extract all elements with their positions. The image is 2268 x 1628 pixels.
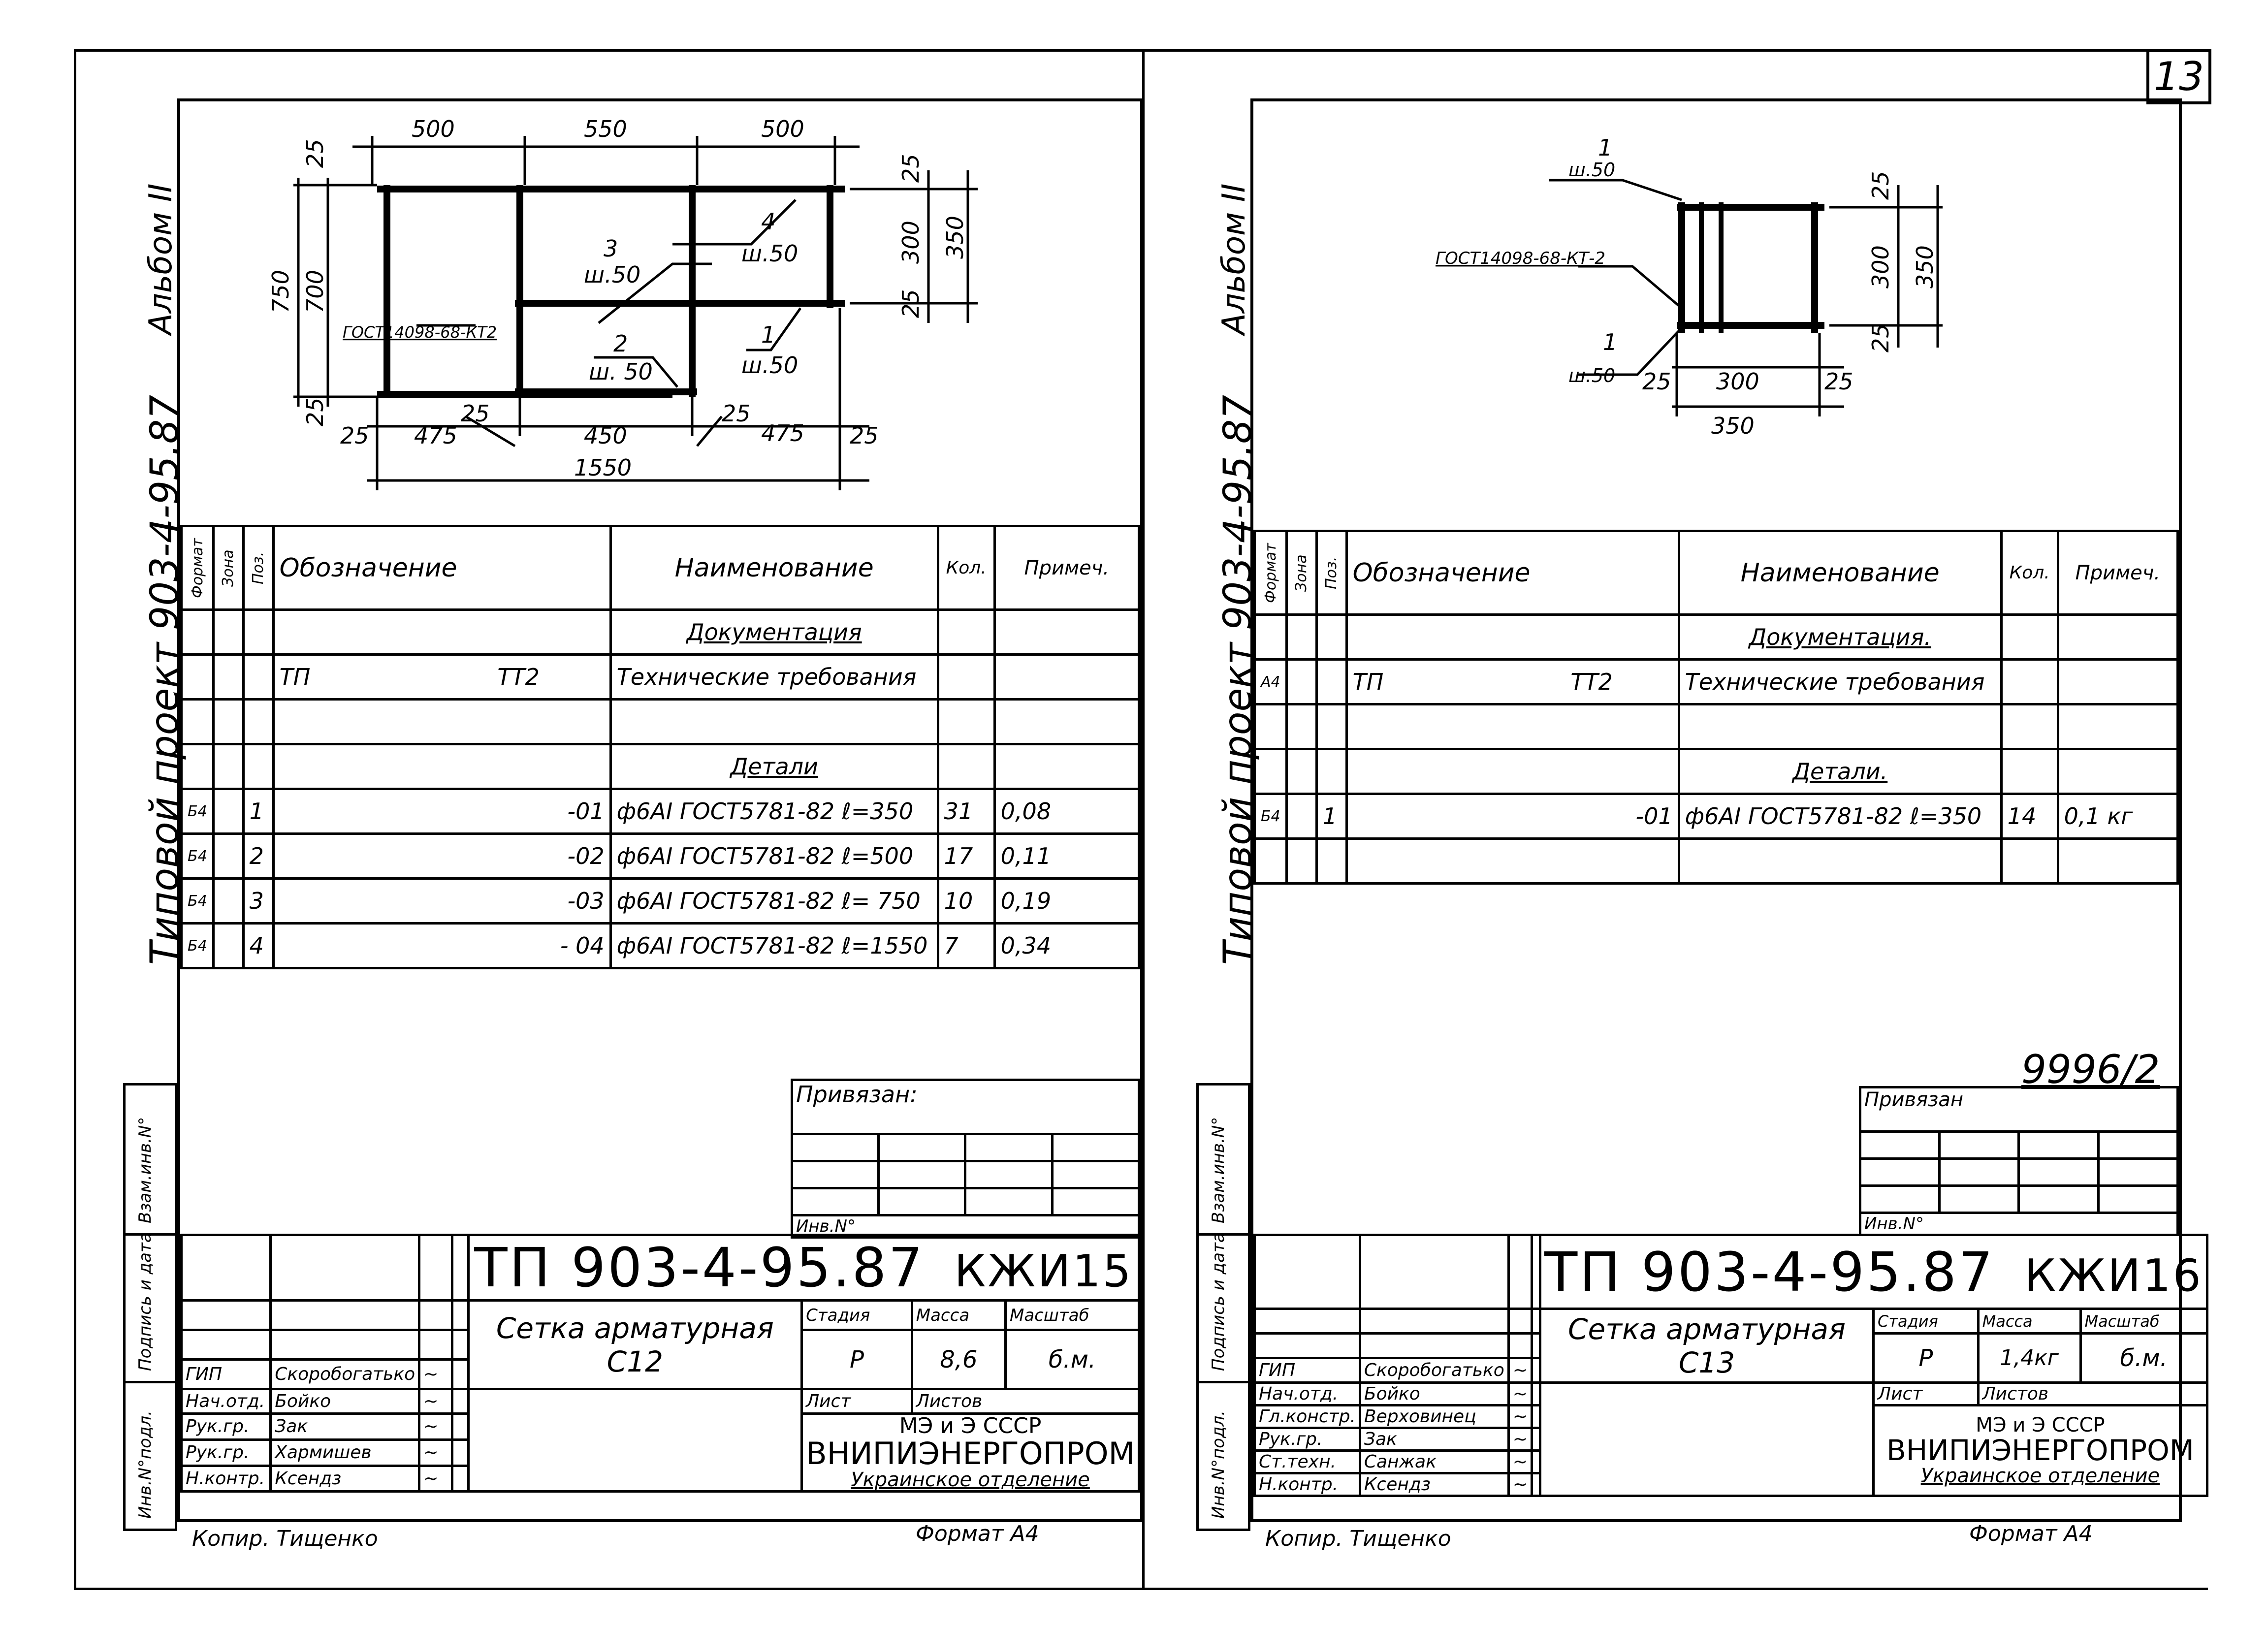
callout-4-step: ш.50 bbox=[741, 240, 798, 267]
side-stamp-strip-left: Инв.N°подл. Подпись и дата Взам.инв.N° bbox=[123, 1083, 177, 1531]
album-label-left: Альбом II bbox=[143, 183, 179, 335]
privyazan-block-left: Привязан: Инв.N° bbox=[790, 1079, 1141, 1239]
fold-divider bbox=[1142, 49, 1145, 1590]
drawing-sheet-left: 500 550 500 25 300 25 350 25 750 700 25 … bbox=[177, 98, 1143, 1522]
dim-total: 1550 bbox=[574, 454, 632, 481]
svg-text:ш.50: ш.50 bbox=[1568, 159, 1615, 181]
doc-code-right: ТП 903-4-95.87 bbox=[1544, 1240, 1995, 1304]
dim-bottom-1: 25 bbox=[340, 422, 369, 449]
org-name-left: ВНИПИЭНЕРГОПРОМ bbox=[806, 1436, 1135, 1472]
svg-text:25: 25 bbox=[1867, 171, 1894, 200]
section-details: Детали bbox=[609, 743, 939, 790]
copy-label-left: Копир. Тищенко bbox=[192, 1526, 378, 1551]
dim-left-4: 25 bbox=[302, 397, 328, 426]
svg-text:300: 300 bbox=[1716, 368, 1759, 395]
callout-1-step: ш.50 bbox=[741, 352, 798, 379]
privyazan-block-right: Привязан Инв.N° bbox=[1858, 1086, 2179, 1236]
col-name: Наименование bbox=[609, 525, 939, 611]
section-docs: Документация bbox=[609, 608, 939, 656]
mesh-drawing-c12: 500 550 500 25 300 25 350 25 750 700 25 … bbox=[267, 116, 978, 490]
gost-callout: ГОСТ14098-68-КТ2 bbox=[343, 323, 497, 342]
svg-text:25: 25 bbox=[1824, 368, 1853, 395]
svg-text:1: 1 bbox=[1603, 329, 1617, 355]
col-designation: Обозначение bbox=[272, 525, 612, 611]
sheet-code-right: КЖИ16 bbox=[2024, 1249, 2203, 1302]
dim-top-1: 500 bbox=[412, 116, 455, 142]
format-label-right: Формат А4 bbox=[1969, 1521, 2093, 1546]
svg-text:350: 350 bbox=[1912, 245, 1938, 288]
svg-text:25: 25 bbox=[1867, 323, 1894, 352]
callout-3-step: ш.50 bbox=[584, 261, 640, 288]
callout-2-step: ш. 50 bbox=[589, 358, 653, 385]
col-note: Примеч. bbox=[993, 525, 1141, 611]
org-branch-right: Украинское отделение bbox=[1920, 1464, 2160, 1487]
archive-number: 9996/2 bbox=[2021, 1047, 2160, 1092]
mesh-drawing-c13: 1 ш.50 ГОСТ14098-68-КТ-2 1 ш.50 25 300 2… bbox=[1436, 134, 1943, 439]
doc-code-left: ТП 903-4-95.87 bbox=[474, 1236, 925, 1299]
dim-right-2: 300 bbox=[897, 221, 924, 264]
dim-right-4: 350 bbox=[942, 216, 968, 259]
doc-name: Технические требования bbox=[609, 653, 939, 701]
doc-tp: ТП bbox=[279, 664, 311, 690]
org-ministry-right: МЭ и Э СССР bbox=[1976, 1414, 2105, 1437]
dim-bottom-2: 475 bbox=[414, 422, 457, 449]
svg-text:ш.50: ш.50 bbox=[1568, 365, 1615, 386]
col-zone: Зона bbox=[213, 526, 244, 610]
callout-2-num: 2 bbox=[613, 330, 628, 357]
drawing-sheet-right: 1 ш.50 ГОСТ14098-68-КТ-2 1 ш.50 25 300 2… bbox=[1250, 98, 2208, 1522]
dim-bottom-7: 25 bbox=[850, 422, 879, 449]
gost-callout-right: ГОСТ14098-68-КТ-2 bbox=[1436, 249, 1605, 268]
doc-tt2: ТТ2 bbox=[497, 664, 540, 690]
spec-table-right: Формат Зона Поз. Обозначение Наименовани… bbox=[1253, 530, 2179, 885]
spec-table-left: Формат Зона Поз. Обозначение Наименовани… bbox=[180, 525, 1141, 969]
col-pos: Поз. bbox=[243, 526, 274, 610]
album-label-right: Альбом II bbox=[1216, 183, 1252, 335]
copy-label-right: Копир. Тищенко bbox=[1265, 1526, 1451, 1551]
svg-text:350: 350 bbox=[1711, 413, 1755, 439]
title-line2-left: С12 bbox=[607, 1344, 663, 1378]
org-branch-left: Украинское отделение bbox=[851, 1468, 1090, 1492]
col-qty: Кол. bbox=[936, 525, 996, 611]
callout-1-num: 1 bbox=[761, 321, 775, 348]
org-ministry-left: МЭ и Э СССР bbox=[899, 1413, 1042, 1438]
title-line1-left: Сетка арматурная bbox=[496, 1311, 774, 1345]
dim-bottom-4: 450 bbox=[584, 422, 627, 449]
dim-left-3: 700 bbox=[302, 270, 328, 313]
col-format: Формат bbox=[181, 526, 214, 610]
svg-text:300: 300 bbox=[1867, 245, 1894, 288]
org-name-right: ВНИПИЭНЕРГОПРОМ bbox=[1886, 1434, 2194, 1468]
dim-left-1: 25 bbox=[302, 139, 328, 168]
format-label-left: Формат А4 bbox=[916, 1521, 1039, 1546]
dim-left-2: 750 bbox=[267, 270, 294, 313]
svg-text:25: 25 bbox=[1642, 368, 1671, 395]
callout-4-num: 4 bbox=[761, 208, 775, 235]
svg-text:1: 1 bbox=[1598, 134, 1612, 161]
sheet-code-left: КЖИ15 bbox=[954, 1245, 1133, 1297]
side-stamp-strip-right: Инв.N°подл. Подпись и дата Взам.инв.N° bbox=[1196, 1083, 1250, 1531]
dim-right-1: 25 bbox=[897, 154, 924, 183]
callout-3-num: 3 bbox=[604, 235, 618, 262]
dim-bottom-3: 25 bbox=[461, 400, 490, 427]
page-number: 13 bbox=[2146, 49, 2211, 104]
dim-right-3: 25 bbox=[897, 289, 924, 318]
dim-bottom-5: 25 bbox=[722, 400, 751, 427]
dim-top-3: 500 bbox=[761, 116, 804, 142]
dim-top-2: 550 bbox=[584, 116, 627, 142]
dim-bottom-6: 475 bbox=[761, 420, 804, 447]
outer-frame bbox=[74, 49, 2208, 1590]
